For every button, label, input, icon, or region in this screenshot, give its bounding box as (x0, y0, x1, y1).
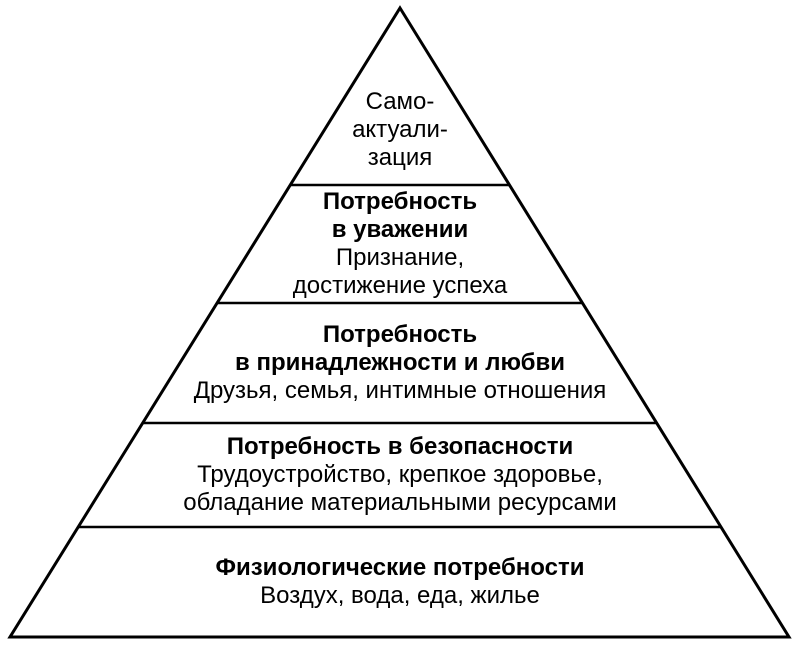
pyramid-triangle (7, 5, 792, 639)
